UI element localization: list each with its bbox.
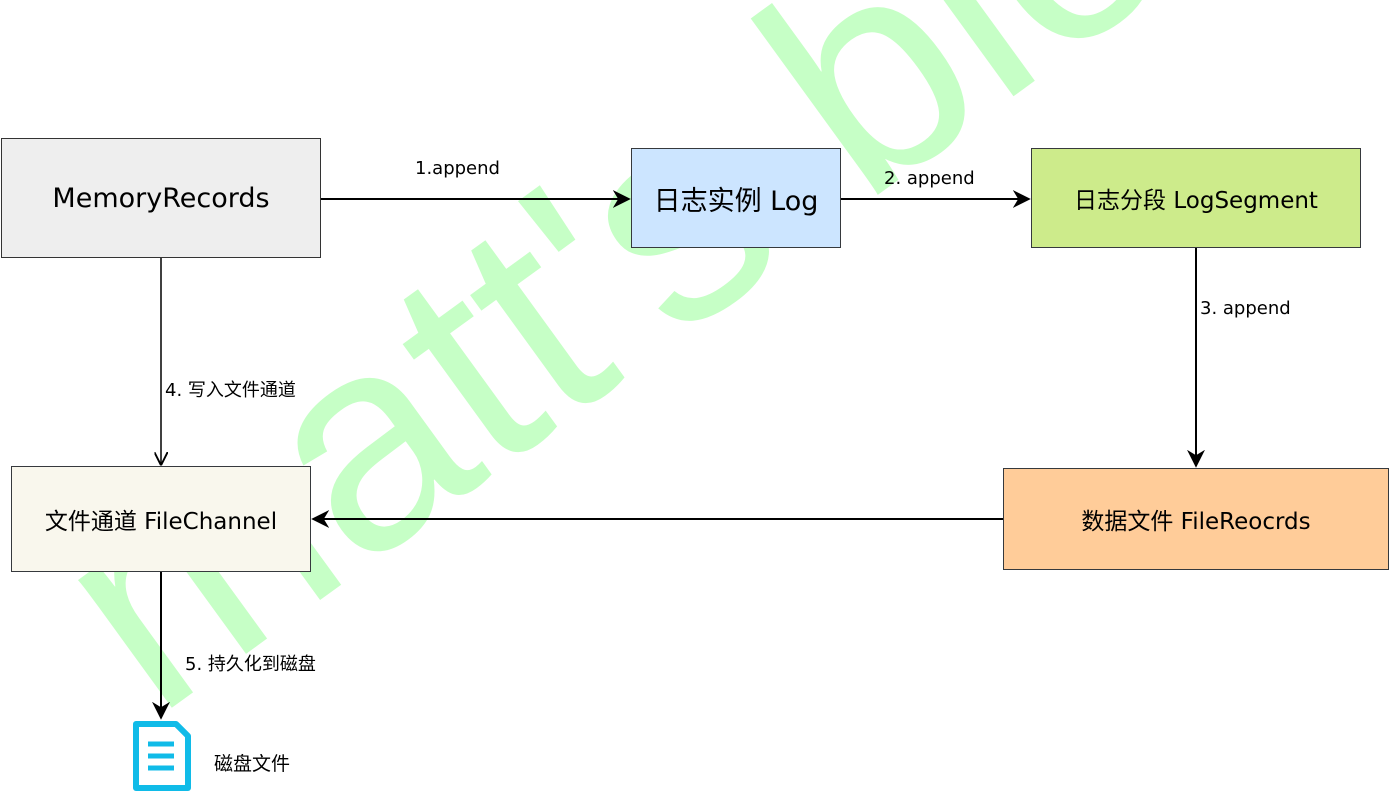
disk-file-label: 磁盘文件 — [214, 753, 291, 775]
node-file-records: 数据文件 FileReocrds — [1003, 468, 1389, 570]
node-log-label: 日志实例 Log — [653, 185, 819, 217]
document-icon — [133, 721, 191, 791]
edge-label-1: 1.append — [415, 158, 500, 179]
node-file-records-label: 数据文件 FileReocrds — [1081, 509, 1311, 535]
edge-label-3: 3. append — [1200, 298, 1291, 319]
edge-label-5: 5. 持久化到磁盘 — [185, 654, 316, 675]
node-log-segment: 日志分段 LogSegment — [1031, 148, 1361, 248]
node-file-channel: 文件通道 FileChannel — [11, 466, 311, 572]
node-memory-records-label: MemoryRecords — [52, 182, 270, 214]
node-log: 日志实例 Log — [631, 148, 841, 248]
node-file-channel-label: 文件通道 FileChannel — [44, 509, 278, 535]
edge-label-4: 4. 写入文件通道 — [165, 380, 296, 401]
node-log-segment-label: 日志分段 LogSegment — [1074, 188, 1318, 214]
edge-label-2: 2. append — [884, 168, 975, 189]
node-memory-records: MemoryRecords — [1, 138, 321, 258]
